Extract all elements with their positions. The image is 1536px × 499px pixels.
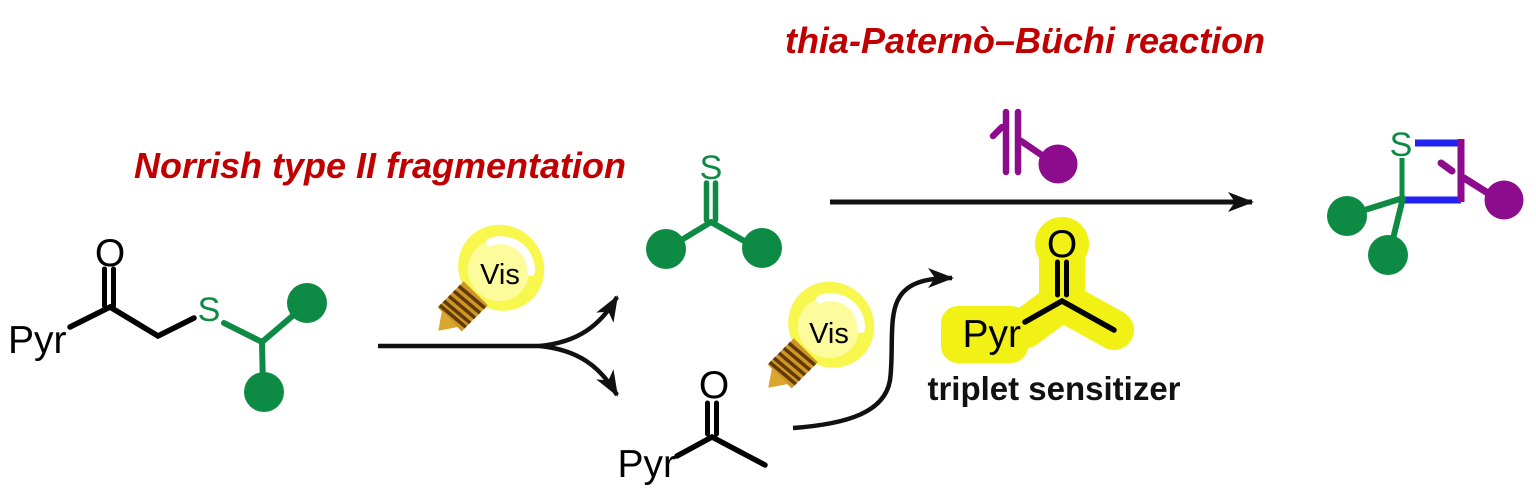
bulb-tip: [438, 311, 458, 331]
light-bulb-icon: Vis: [767, 281, 875, 389]
green-ball: [1368, 235, 1408, 275]
thietane-product-structure: S: [1327, 126, 1524, 275]
bulb-highlight: [485, 236, 535, 276]
green-ball: [244, 372, 284, 412]
alkene-structure: [989, 108, 1078, 184]
fork-arrow: [378, 295, 619, 397]
reactant-structure: Pyr O S: [8, 232, 327, 412]
sensitizer-bonds: [1022, 297, 1117, 333]
green-ball: [287, 283, 327, 323]
sensitizer-pyr-label: Pyr: [963, 313, 1022, 356]
ring-blue-edges: [1404, 139, 1461, 204]
fragmentation-title: Norrish type II fragmentation: [133, 145, 627, 186]
ketone-bonds: [674, 433, 768, 468]
bulb-tip: [768, 368, 788, 388]
sensitizer-double-bond: [1055, 259, 1069, 298]
vis-label: Vis: [480, 259, 520, 291]
product-s-label: S: [1390, 126, 1413, 164]
dashed-stereo-bond: [1437, 159, 1456, 175]
acetylpyrene-structure: O Pyr: [618, 364, 768, 486]
ketone-pyr-label: Pyr: [618, 443, 677, 486]
bulb-highlight: [815, 293, 865, 333]
ketone-o-label: O: [699, 364, 729, 407]
purple-ball: [1038, 144, 1078, 184]
reactant-carbonyl-double-bond: [102, 266, 116, 309]
purple-ball: [1484, 180, 1524, 220]
light-bulb-icon: Vis: [437, 224, 545, 332]
alkene-double-bond: [1002, 108, 1022, 176]
fork-arrow-upper: [539, 295, 619, 349]
bulb-glass: [797, 297, 859, 359]
thioketone-structure: S: [646, 149, 782, 269]
sensitizer-caption: triplet sensitizer: [927, 370, 1181, 407]
reactant-s-label: S: [198, 291, 221, 329]
fork-arrow-lower: [539, 343, 619, 397]
thioketone-double-bond: [703, 180, 719, 223]
reactant-pyr-label: Pyr: [8, 319, 67, 362]
alkene-methyl-stub: [989, 123, 1006, 140]
reactant-bonds: [67, 303, 197, 340]
bulb-screw-threads: [768, 341, 817, 386]
thioketone-s-label: S: [700, 149, 723, 187]
green-ball: [742, 228, 782, 268]
reactant-o-label: O: [95, 232, 125, 275]
bulb-screw-threads: [438, 284, 487, 329]
ketone-double-bond: [705, 400, 719, 437]
sensitizer-structure: O Pyr: [941, 217, 1134, 363]
vis-label: Vis: [809, 318, 849, 350]
green-ball: [1327, 196, 1367, 236]
reaction-title: thia-Paternò–Büchi reaction: [784, 20, 1266, 61]
sensitizer-o-label: O: [1047, 223, 1077, 266]
bulb-glass: [467, 240, 529, 302]
green-ball: [646, 229, 686, 269]
sensitizer-arrow: [792, 268, 954, 431]
